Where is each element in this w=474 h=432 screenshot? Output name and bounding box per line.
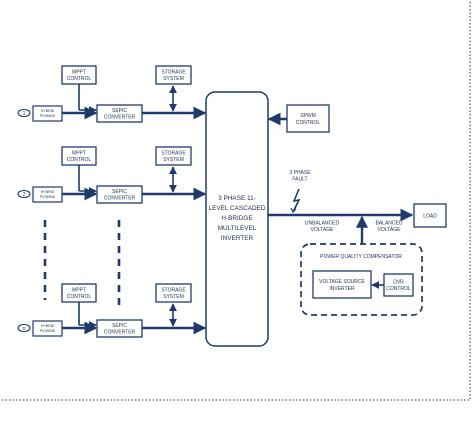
svg-text:STORAGE: STORAGE xyxy=(161,70,186,76)
svg-text:CONVERTER: CONVERTER xyxy=(104,196,136,202)
svg-text:CONVERTER: CONVERTER xyxy=(104,115,136,121)
svg-text:LOAD: LOAD xyxy=(423,214,437,220)
svg-text:SEPIC: SEPIC xyxy=(112,323,127,329)
svg-text:INVERTER: INVERTER xyxy=(221,235,254,242)
svg-text:CONTROL: CONTROL xyxy=(386,286,411,292)
svg-text:SPWM: SPWM xyxy=(300,113,316,119)
storage-system-2: STORAGE SYSTEM xyxy=(155,146,192,166)
svg-text:DVR: DVR xyxy=(393,280,404,286)
svg-text:PV/WIND: PV/WIND xyxy=(40,114,56,118)
fault-indicator: 3 PHASE FAULT xyxy=(289,170,311,214)
hybrid-pv-wind-n: HYBRID PV/WIND xyxy=(32,320,63,337)
svg-text:INVERTER: INVERTER xyxy=(329,286,355,292)
svg-text:SYSTEM: SYSTEM xyxy=(163,294,184,300)
storage-system-n: STORAGE SYSTEM xyxy=(155,283,192,303)
svg-text:STORAGE: STORAGE xyxy=(161,288,186,294)
mppt-control-n: MPPT CONTROL xyxy=(61,283,97,303)
svg-text:SEPIC: SEPIC xyxy=(112,108,127,114)
svg-text:CONTROL: CONTROL xyxy=(67,294,92,300)
spwm-control: SPWM CONTROL xyxy=(286,104,330,133)
row-1: MPPT CONTROL STORAGE SYSTEM 1 HYBRID PV/… xyxy=(17,65,207,123)
svg-text:HYBRID: HYBRID xyxy=(41,190,55,194)
svg-text:HYBRID: HYBRID xyxy=(41,109,55,113)
svg-text:VOLTAGE: VOLTAGE xyxy=(378,227,402,233)
svg-text:3 PHASE: 3 PHASE xyxy=(289,170,311,176)
lightning-icon xyxy=(292,188,301,213)
load: LOAD xyxy=(413,203,447,228)
svg-text:CONTROL: CONTROL xyxy=(296,120,321,126)
power-quality-compensator: POWER QUALITY COMPENSATOR VOLTAGE SOURCE… xyxy=(300,243,423,316)
sepic-converter-2: SEPIC CONVERTER xyxy=(96,185,143,204)
svg-text:SEPIC: SEPIC xyxy=(112,189,127,195)
hybrid-pv-wind-1: HYBRID PV/WIND xyxy=(32,105,63,122)
svg-text:H-BRIDGE: H-BRIDGE xyxy=(221,215,252,222)
svg-text:CONTROL: CONTROL xyxy=(67,76,92,82)
storage-system-1: STORAGE SYSTEM xyxy=(155,65,192,85)
svg-text:POWER QUALITY COMPENSATOR: POWER QUALITY COMPENSATOR xyxy=(320,254,402,260)
svg-text:UNBALANCED: UNBALANCED xyxy=(305,221,340,227)
source-marker-1: 1 xyxy=(17,108,31,118)
svg-text:CONVERTER: CONVERTER xyxy=(104,330,136,336)
source-marker-2: 2 xyxy=(17,189,31,199)
svg-text:MPPT: MPPT xyxy=(72,151,86,157)
mppt-control-2: MPPT CONTROL xyxy=(61,146,97,166)
svg-text:2: 2 xyxy=(23,192,26,198)
row-2: MPPT CONTROL STORAGE SYSTEM 2 HYBRID PV/… xyxy=(17,146,207,204)
balanced-voltage-label: BALANCED VOLTAGE xyxy=(376,221,403,234)
svg-text:VOLTAGE SOURCE: VOLTAGE SOURCE xyxy=(319,279,365,285)
voltage-source-inverter: VOLTAGE SOURCE INVERTER xyxy=(312,270,372,299)
svg-text:3 PHASE 11-: 3 PHASE 11- xyxy=(218,195,256,202)
svg-text:SYSTEM: SYSTEM xyxy=(163,157,184,163)
svg-text:1: 1 xyxy=(23,111,26,117)
mppt-control-1: MPPT CONTROL xyxy=(61,65,97,85)
sepic-converter-1: SEPIC CONVERTER xyxy=(96,104,143,123)
svg-text:MULTILEVEL: MULTILEVEL xyxy=(218,225,257,232)
svg-text:MPPT: MPPT xyxy=(72,70,86,76)
dvr-control: DVR CONTROL xyxy=(383,273,414,297)
svg-text:BALANCED: BALANCED xyxy=(376,221,403,227)
svg-text:STORAGE: STORAGE xyxy=(161,151,186,157)
svg-text:CONTROL: CONTROL xyxy=(67,157,92,163)
sepic-converter-n: SEPIC CONVERTER xyxy=(96,319,143,338)
unbalanced-voltage-label: UNBALANCED VOLTAGE xyxy=(305,221,340,234)
svg-text:HYBRID: HYBRID xyxy=(41,324,55,328)
svg-text:FAULT: FAULT xyxy=(292,177,307,183)
svg-text:PV/WIND: PV/WIND xyxy=(40,195,56,199)
svg-text:PV/WIND: PV/WIND xyxy=(40,329,56,333)
svg-text:LEVEL CASCADED: LEVEL CASCADED xyxy=(209,205,266,212)
row-n: MPPT CONTROL STORAGE SYSTEM n HYBRID PV/… xyxy=(17,283,207,338)
svg-text:n: n xyxy=(23,326,26,332)
svg-text:SYSTEM: SYSTEM xyxy=(163,76,184,82)
hybrid-pv-wind-2: HYBRID PV/WIND xyxy=(32,186,63,203)
svg-text:MPPT: MPPT xyxy=(72,288,86,294)
svg-text:VOLTAGE: VOLTAGE xyxy=(311,227,335,233)
multilevel-inverter: 3 PHASE 11- LEVEL CASCADED H-BRIDGE MULT… xyxy=(205,91,269,347)
source-marker-n: n xyxy=(17,323,31,333)
